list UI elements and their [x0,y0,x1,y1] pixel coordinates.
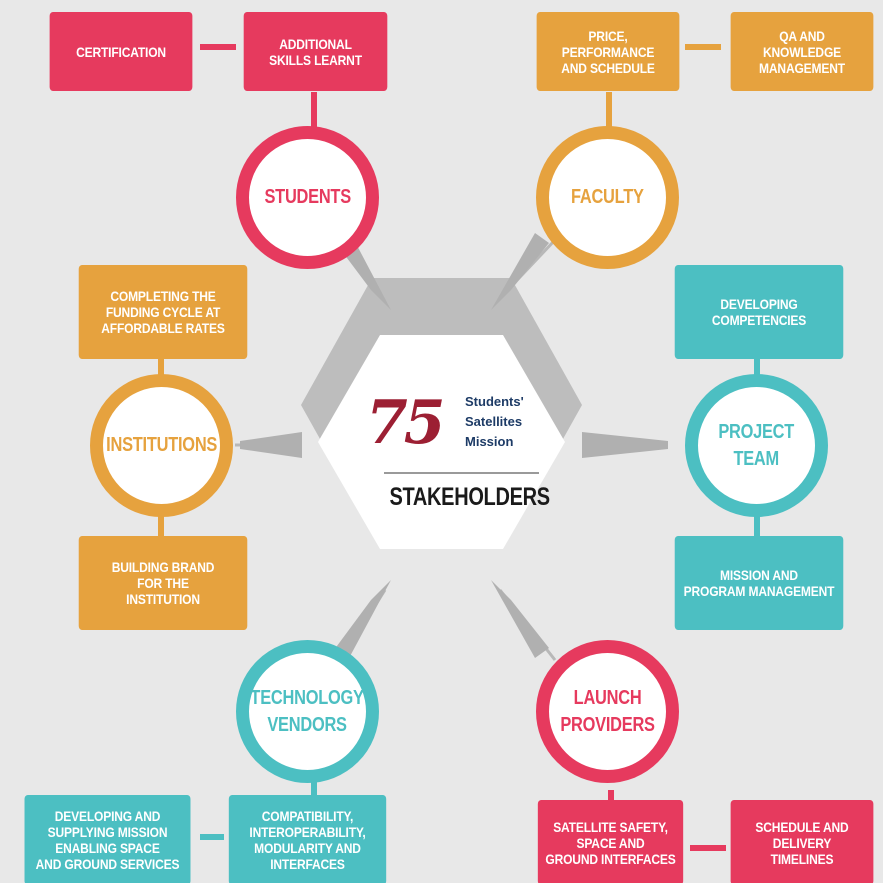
technology-vendors-label: TECHNOLOGY VENDORS [250,686,365,736]
students-item-certification: CERTIFICATION [49,12,193,91]
institutions-label: INSTITUTIONS [106,434,217,456]
project-team-label: PROJECT TEAM [718,420,795,470]
students-item-additional-skills: ADDITIONAL SKILLS LEARNT [243,12,388,91]
logo-line-satellites: Satellites [465,414,523,429]
project-team-item-mission-management: MISSION AND PROGRAM MANAGEMENT [674,536,844,630]
technology-vendors-item-developing-supplying: DEVELOPING AND SUPPLYING MISSION ENABLIN… [24,795,191,883]
mission-logo: 75 Students' Satellites Mission [362,388,542,468]
technology-vendors-item-compatibility: COMPATIBILITY, INTEROPERABILITY, MODULAR… [228,795,387,883]
institutions-item-building-brand: BUILDING BRAND FOR THE INSTITUTION [78,536,248,630]
launch-providers-label: LAUNCH PROVIDERS [560,686,655,736]
launch-providers-node: LAUNCH PROVIDERS [536,640,679,783]
faculty-node: FACULTY [536,126,679,269]
faculty-item-price-performance: PRICE, PERFORMANCE AND SCHEDULE [536,12,680,91]
faculty-label: FACULTY [571,186,644,208]
logo-divider [384,472,539,474]
launch-providers-item-satellite-safety: SATELLITE SAFETY, SPACE AND GROUND INTER… [537,800,684,883]
logo-line-mission: Mission [465,434,514,449]
technology-vendors-node: TECHNOLOGY VENDORS [236,640,379,783]
center-title: STAKEHOLDERS [389,483,551,511]
logo-number: 75 [366,388,445,458]
institutions-node: INSTITUTIONS [90,374,233,517]
students-node: STUDENTS [236,126,379,269]
faculty-item-qa-knowledge: QA AND KNOWLEDGE MANAGEMENT [730,12,874,91]
logo-line-students: Students' [465,394,524,409]
students-label: STUDENTS [264,186,351,208]
project-team-item-competencies: DEVELOPING COMPETENCIES [674,265,844,359]
project-team-node: PROJECT TEAM [685,374,828,517]
center-hexagon [318,335,565,549]
institutions-item-funding-cycle: COMPLETING THE FUNDING CYCLE AT AFFORDAB… [78,265,248,359]
launch-providers-item-schedule-delivery: SCHEDULE AND DELIVERY TIMELINES [730,800,874,883]
